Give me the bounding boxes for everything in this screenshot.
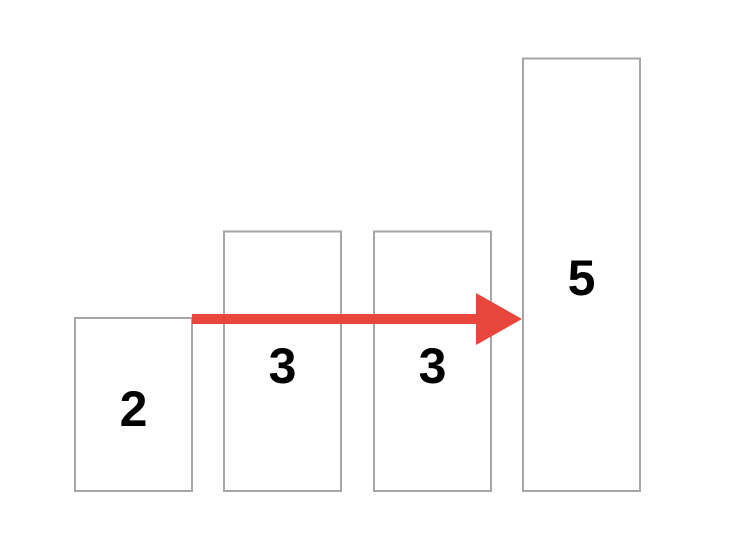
bar-3: 3 — [373, 230, 492, 492]
arrow — [192, 293, 522, 345]
bar-2-rect — [223, 230, 342, 492]
bar-3-rect — [373, 230, 492, 492]
bar-1: 2 — [74, 317, 193, 492]
arrow-head — [476, 293, 522, 345]
bar-2: 3 — [223, 230, 342, 492]
bar-4-label: 5 — [568, 250, 596, 306]
bar-1-rect — [74, 317, 193, 492]
bar-4-rect — [522, 57, 641, 492]
bar-1-label: 2 — [120, 381, 148, 437]
arrow-shaft — [192, 314, 476, 324]
bar-3-label: 3 — [419, 338, 447, 394]
bar-4: 5 — [522, 57, 641, 492]
bar-2-label: 3 — [269, 338, 297, 394]
